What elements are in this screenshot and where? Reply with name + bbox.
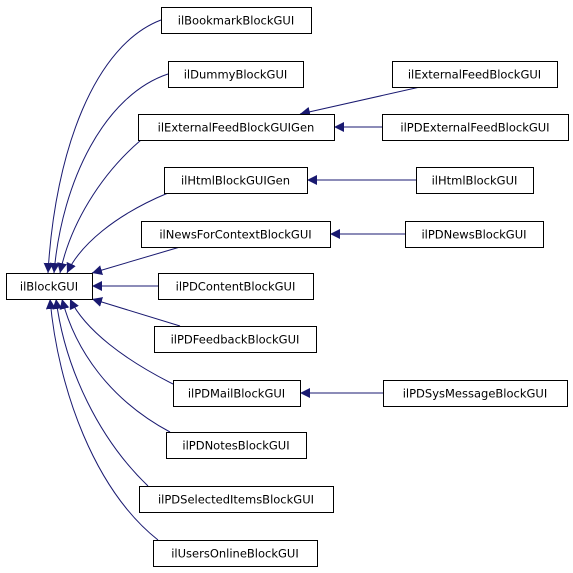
class-node-ilPDExternalFeedBlockGUI[interactable]: ilPDExternalFeedBlockGUI [382,114,569,141]
class-node-ilPDNotesBlockGUI[interactable]: ilPDNotesBlockGUI [166,432,307,459]
class-node-box [383,380,568,407]
class-node-label: ilPDMailBlockGUI [188,387,285,401]
class-node-ilExternalFeedBlockGUIGen[interactable]: ilExternalFeedBlockGUIGen [138,114,335,141]
class-node-label: ilNewsForContextBlockGUI [159,228,311,242]
class-node-ilPDSelectedItemsBlockGUI[interactable]: ilPDSelectedItemsBlockGUI [139,486,334,513]
class-node-label: ilBookmarkBlockGUI [178,14,294,28]
class-node-label: ilExternalFeedBlockGUI [408,68,541,82]
class-node-label: ilUsersOnlineBlockGUI [171,547,299,561]
class-node-box [139,486,334,513]
class-node-ilUsersOnlineBlockGUI[interactable]: ilUsersOnlineBlockGUI [153,540,318,567]
class-node-box [173,380,301,407]
class-node-label: ilPDFeedbackBlockGUI [171,333,300,347]
class-node-box [153,540,318,567]
class-node-ilPDContentBlockGUI[interactable]: ilPDContentBlockGUI [158,273,314,300]
class-node-ilHtmlBlockGUI[interactable]: ilHtmlBlockGUI [416,167,534,194]
class-node-label: ilHtmlBlockGUIGen [181,174,290,188]
edge-ilBookmarkBlockGUI-to-ilBlockGUI [43,19,162,274]
class-node-box [168,61,304,88]
class-node-label: ilPDExternalFeedBlockGUI [400,121,549,135]
class-node-box [164,167,308,194]
class-node-label: ilHtmlBlockGUI [432,174,518,188]
class-node-box [141,221,331,248]
class-node-ilBookmarkBlockGUI[interactable]: ilBookmarkBlockGUI [161,7,312,34]
class-node-label: ilPDContentBlockGUI [176,280,296,294]
edge-ilUsersOnlineBlockGUI-to-ilBlockGUI [45,298,159,541]
edge-ilPDNotesBlockGUI-to-ilBlockGUI [59,298,171,433]
class-node-label: ilPDNewsBlockGUI [421,228,526,242]
class-node-box [138,114,335,141]
edge-ilNewsForContextBlockGUI-to-ilBlockGUI [91,246,181,275]
edge-ilPDFeedbackBlockGUI-to-ilBlockGUI [91,297,181,327]
class-node-box [405,221,544,248]
class-node-ilPDMailBlockGUI[interactable]: ilPDMailBlockGUI [173,380,301,407]
edge-ilExternalFeedBlockGUIGen-to-ilBlockGUI [57,139,142,274]
edge-ilHtmlBlockGUIGen-to-ilBlockGUI [66,192,169,274]
edge-ilPDSelectedItemsBlockGUI-to-ilBlockGUI [52,298,149,487]
class-node-ilNewsForContextBlockGUI[interactable]: ilNewsForContextBlockGUI [141,221,331,248]
class-node-label: ilPDSelectedItemsBlockGUI [158,493,314,507]
class-node-box [6,273,93,300]
class-node-ilExternalFeedBlockGUI[interactable]: ilExternalFeedBlockGUI [392,61,558,88]
edge-ilExternalFeedBlockGUI-to-ilExternalFeedBlockGUIGen [299,86,421,117]
class-node-box [416,167,534,194]
class-node-label: ilPDNotesBlockGUI [182,439,289,453]
class-node-ilPDSysMessageBlockGUI[interactable]: ilPDSysMessageBlockGUI [383,380,568,407]
class-node-box [158,273,314,300]
class-node-ilBlockGUI[interactable]: ilBlockGUI [6,273,93,300]
class-node-box [392,61,558,88]
edge-layer [43,19,421,541]
node-layer: ilBlockGUI ilBookmarkBlockGUI ilDummyBlock… [6,7,569,567]
class-node-label: ilDummyBlockGUI [184,68,288,82]
class-node-label: ilExternalFeedBlockGUIGen [158,121,315,135]
class-node-ilPDFeedbackBlockGUI[interactable]: ilPDFeedbackBlockGUI [154,326,317,353]
class-node-box [161,7,312,34]
class-node-ilDummyBlockGUI[interactable]: ilDummyBlockGUI [168,61,304,88]
class-node-ilPDNewsBlockGUI[interactable]: ilPDNewsBlockGUI [405,221,544,248]
edge-ilPDMailBlockGUI-to-ilBlockGUI [69,298,174,385]
class-node-box [154,326,317,353]
edge-ilDummyBlockGUI-to-ilBlockGUI [49,73,169,274]
class-node-ilHtmlBlockGUIGen[interactable]: ilHtmlBlockGUIGen [164,167,308,194]
class-node-label: ilBlockGUI [20,280,78,294]
class-node-box [166,432,307,459]
class-node-label: ilPDSysMessageBlockGUI [403,387,548,401]
class-node-box [382,114,569,141]
